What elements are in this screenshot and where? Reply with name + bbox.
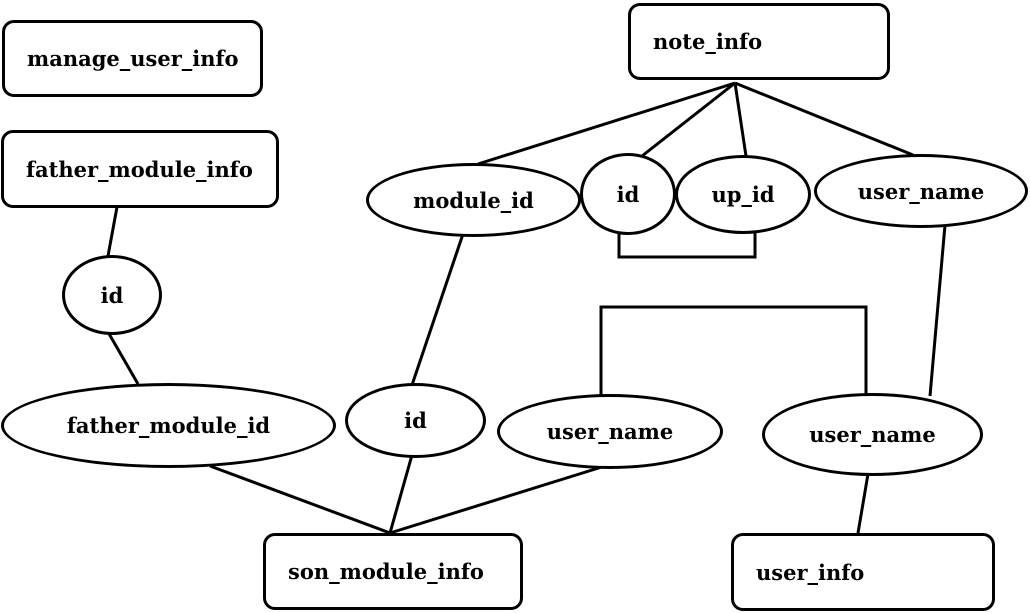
link-note-user-name bbox=[734, 81, 914, 157]
link-module-id-son-id bbox=[410, 233, 465, 386]
attribute-note-id[interactable]: id bbox=[580, 153, 676, 235]
entity-label: son_module_info bbox=[288, 559, 484, 584]
attribute-note-module-id[interactable]: module_id bbox=[366, 163, 581, 237]
link-father-module-info-id bbox=[106, 206, 119, 257]
attribute-label: father_module_id bbox=[66, 413, 271, 438]
attribute-label: user_name bbox=[857, 178, 985, 204]
entity-manage-user-info[interactable]: manage_user_info bbox=[2, 20, 263, 97]
entity-son-module-info[interactable]: son_module_info bbox=[263, 533, 523, 610]
link-note-user-name-user-user-name bbox=[928, 224, 947, 397]
link-user-name-bracket bbox=[599, 305, 868, 395]
entity-label: manage_user_info bbox=[27, 46, 239, 71]
entity-user-info[interactable]: user_info bbox=[731, 533, 995, 611]
link-user-user-name-user-info bbox=[856, 473, 870, 534]
attribute-user-user-name[interactable]: user_name bbox=[762, 393, 983, 476]
attribute-label: module_id bbox=[413, 187, 534, 213]
entity-label: father_module_info bbox=[26, 156, 253, 182]
link-note-module-id bbox=[477, 81, 736, 166]
link-son-user-name bbox=[389, 464, 606, 535]
attribute-label: id bbox=[616, 181, 640, 207]
attribute-son-user-name[interactable]: user_name bbox=[497, 394, 723, 469]
attribute-label: up_id bbox=[711, 182, 775, 207]
entity-note-info[interactable]: note_info bbox=[628, 3, 890, 80]
attribute-label: user_name bbox=[546, 419, 674, 444]
link-son-father-module-id bbox=[209, 464, 391, 535]
link-id-up-id-bracket bbox=[617, 223, 757, 259]
entity-label: note_info bbox=[653, 29, 763, 54]
attribute-son-father-module-id[interactable]: father_module_id bbox=[1, 383, 336, 468]
attribute-father-id[interactable]: id bbox=[62, 255, 162, 335]
attribute-label: user_name bbox=[809, 422, 936, 447]
entity-father-module-info[interactable]: father_module_info bbox=[1, 130, 279, 208]
attribute-note-user-name[interactable]: user_name bbox=[814, 154, 1028, 228]
attribute-label: id bbox=[404, 408, 427, 433]
attribute-note-up-id[interactable]: up_id bbox=[675, 155, 811, 234]
link-son-id bbox=[388, 454, 414, 534]
attribute-son-id[interactable]: id bbox=[345, 383, 486, 458]
attribute-label: id bbox=[100, 282, 124, 308]
link-note-id bbox=[641, 81, 736, 158]
entity-label: user_info bbox=[756, 559, 865, 585]
link-note-up-id bbox=[733, 82, 748, 157]
link-id-father-module-id bbox=[106, 331, 140, 385]
